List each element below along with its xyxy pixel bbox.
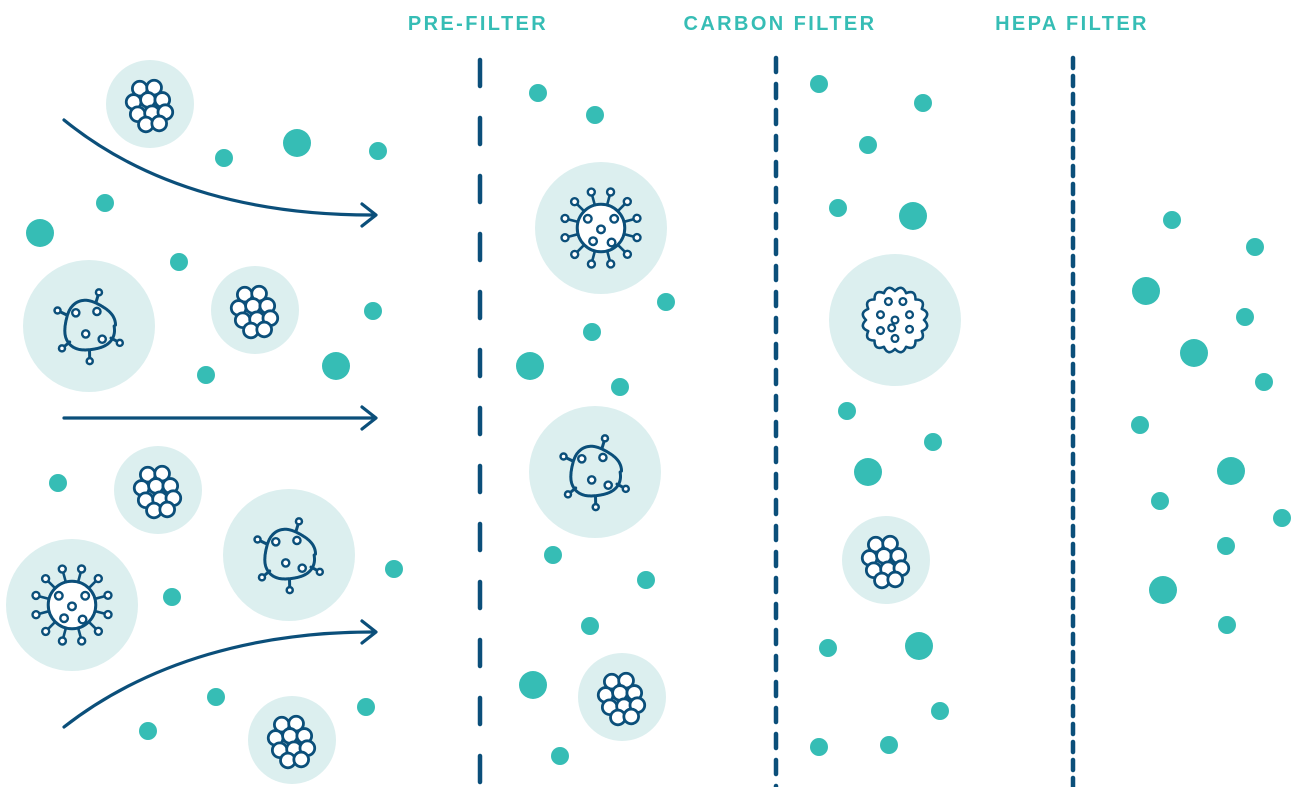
particle-dot-icon (586, 106, 604, 124)
spiky-germ-icon (559, 434, 631, 512)
particle-dot-icon (838, 402, 856, 420)
cluster-icon (860, 534, 911, 590)
cluster-icon (596, 671, 647, 727)
particle-dot-icon (1131, 416, 1149, 434)
carbon-filter-label: CARBON FILTER (683, 13, 877, 35)
particle-dot-icon (26, 219, 54, 247)
particle-dot-icon (1246, 238, 1264, 256)
particle-dot-icon (924, 433, 942, 451)
particle-dot-icon (197, 366, 215, 384)
particle-dot-icon (1132, 277, 1160, 305)
particle-dot-icon (657, 293, 675, 311)
particle-dot-icon (544, 546, 562, 564)
airflow-arrow-icon (62, 405, 378, 431)
particle-dot-icon (637, 571, 655, 589)
particle-dot-icon (810, 75, 828, 93)
spiky-germ-icon (53, 288, 125, 366)
particle-dot-icon (583, 323, 601, 341)
particle-dot-icon (364, 302, 382, 320)
particle-dot-icon (1151, 492, 1169, 510)
particle-dot-icon (1217, 537, 1235, 555)
gear-germ-icon (861, 286, 929, 354)
particle-dot-icon (551, 747, 569, 765)
particle-dot-icon (819, 639, 837, 657)
particle-dot-icon (905, 632, 933, 660)
particle-dot-icon (215, 149, 233, 167)
germ-halo (23, 260, 155, 392)
particle-dot-icon (829, 199, 847, 217)
particle-dot-icon (529, 84, 547, 102)
particle-dot-icon (1255, 373, 1273, 391)
particle-dot-icon (516, 352, 544, 380)
particle-dot-icon (170, 253, 188, 271)
particle-dot-icon (931, 702, 949, 720)
particle-dot-icon (1218, 616, 1236, 634)
cluster-icon (124, 78, 175, 134)
particle-dot-icon (914, 94, 932, 112)
particle-dot-icon (96, 194, 114, 212)
hepa-filter-label: HEPA FILTER (995, 13, 1149, 35)
particle-dot-icon (49, 474, 67, 492)
cluster-icon (229, 284, 280, 340)
airflow-arrow-icon (62, 118, 378, 228)
particle-dot-icon (283, 129, 311, 157)
cluster-icon (132, 464, 183, 520)
particle-dot-icon (1273, 509, 1291, 527)
particle-dot-icon (369, 142, 387, 160)
particle-dot-icon (1149, 576, 1177, 604)
particle-dot-icon (581, 617, 599, 635)
virus-icon (31, 564, 113, 646)
pre-filter-label: PRE-FILTER (407, 13, 549, 35)
particle-dot-icon (139, 722, 157, 740)
virus-icon (560, 187, 642, 269)
particle-dot-icon (854, 458, 882, 486)
particle-dot-icon (357, 698, 375, 716)
airflow-arrow-icon (62, 619, 378, 729)
particle-dot-icon (899, 202, 927, 230)
particle-dot-icon (519, 671, 547, 699)
particle-dot-icon (163, 588, 181, 606)
particle-dot-icon (322, 352, 350, 380)
particle-dot-icon (880, 736, 898, 754)
particle-dot-icon (810, 738, 828, 756)
particle-dot-icon (1163, 211, 1181, 229)
particle-dot-icon (207, 688, 225, 706)
particle-dot-icon (1180, 339, 1208, 367)
germ-halo (223, 489, 355, 621)
germ-halo (529, 406, 661, 538)
particle-dot-icon (611, 378, 629, 396)
particle-dot-icon (859, 136, 877, 154)
particle-dot-icon (385, 560, 403, 578)
particle-dot-icon (1236, 308, 1254, 326)
cluster-icon (266, 714, 317, 770)
particle-dot-icon (1217, 457, 1245, 485)
spiky-germ-icon (253, 517, 325, 595)
